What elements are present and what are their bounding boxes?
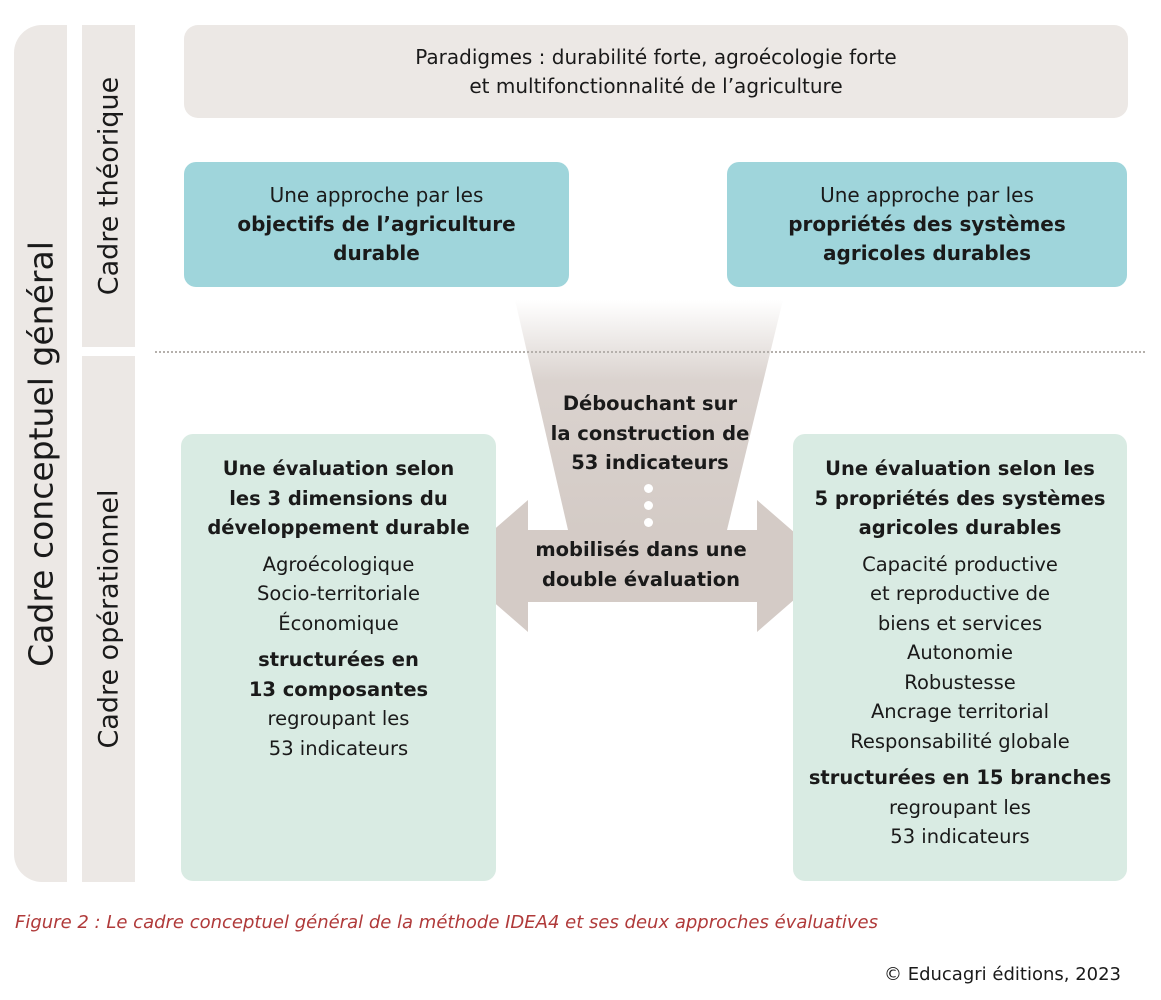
eval-right-footer-bold: structurées en 15 branches	[808, 766, 1112, 789]
eval-left-footer-bold-1: structurées en	[258, 648, 419, 671]
eval-left-footer-2: 53 indicateurs	[268, 736, 409, 760]
figure-caption: Figure 2 : Le cadre conceptuel général d…	[15, 912, 878, 933]
eval-right-footer-1: regroupant les	[889, 795, 1031, 819]
eval-right-title-3: agricoles durables	[858, 516, 1062, 539]
eval-right-title-1: Une évaluation selon les	[825, 457, 1095, 480]
eval-left-title-1: Une évaluation selon	[222, 457, 455, 480]
properties-evaluation-box: Une évaluation selon les 5 propriétés de…	[793, 434, 1127, 881]
property-item: Responsabilité globale	[850, 729, 1070, 753]
center-bottom-line-1: mobilisés dans une	[535, 538, 747, 561]
dimension-item: Socio-territoriale	[257, 582, 420, 605]
center-bottom-line-2: double évaluation	[542, 567, 740, 591]
operational-framework-band: Cadre opérationnel	[82, 356, 135, 882]
property-item: biens et services	[877, 611, 1043, 635]
dot	[644, 518, 653, 527]
general-framework-band: Cadre conceptuel général	[14, 25, 67, 882]
theoretical-framework-band: Cadre théorique	[82, 25, 135, 347]
properties-approach-line-1: Une approche par les	[820, 183, 1034, 207]
paradigm-line-1: Paradigmes : durabilité forte, agroécolo…	[415, 44, 897, 69]
dimension-item: Agroécologique	[262, 552, 415, 576]
properties-approach-box: Une approche par les propriétés des syst…	[727, 162, 1127, 287]
properties-approach-line-2: propriétés des systèmes	[788, 212, 1066, 236]
eval-left-footer-bold-2: 13 composantes	[248, 677, 429, 701]
section-divider	[155, 351, 1145, 353]
property-item: Capacité productive	[862, 552, 1058, 576]
dimensions-evaluation-box: Une évaluation selon les 3 dimensions du…	[181, 434, 496, 881]
eval-right-title-2: 5 propriétés des systèmes	[814, 486, 1106, 510]
center-top-line-2: la construction de	[550, 421, 750, 445]
property-item: Ancrage territorial	[870, 700, 1050, 723]
copyright-credit: © Educagri éditions, 2023	[883, 964, 1121, 985]
eval-left-title-3: développement durable	[207, 516, 470, 539]
eval-right-footer-2: 53 indicateurs	[890, 825, 1030, 848]
objectives-approach-box: Une approche par les objectifs de l’agri…	[184, 162, 569, 287]
property-item: et reproductive de	[870, 582, 1050, 605]
eval-left-footer-1: regroupant les	[267, 707, 410, 730]
dimension-item: Économique	[278, 611, 399, 635]
funnel-shape	[515, 300, 783, 530]
center-top-line-3: 53 indicateurs	[571, 451, 729, 474]
dot	[644, 484, 653, 493]
properties-approach-line-3: agricoles durables	[823, 241, 1031, 265]
double-evaluation-text: mobilisés dans une double évaluation	[520, 535, 762, 594]
center-top-line-1: Débouchant sur	[562, 392, 738, 415]
indicator-construction-text: Débouchant sur la construction de 53 ind…	[530, 389, 770, 478]
dot	[644, 501, 653, 510]
paradigm-line-2: et multifonctionnalité de l’agriculture	[469, 73, 843, 98]
property-item: Robustesse	[904, 670, 1016, 694]
objectives-approach-line-2: objectifs de l’agriculture	[237, 212, 516, 236]
ellipsis-dots	[644, 484, 653, 527]
eval-left-title-2: les 3 dimensions du	[229, 486, 448, 510]
objectives-approach-line-3: durable	[333, 241, 420, 265]
property-item: Autonomie	[907, 641, 1013, 664]
double-arrow	[452, 500, 833, 632]
objectives-approach-line-1: Une approche par les	[269, 183, 484, 207]
paradigm-box: Paradigmes : durabilité forte, agroécolo…	[184, 25, 1128, 118]
